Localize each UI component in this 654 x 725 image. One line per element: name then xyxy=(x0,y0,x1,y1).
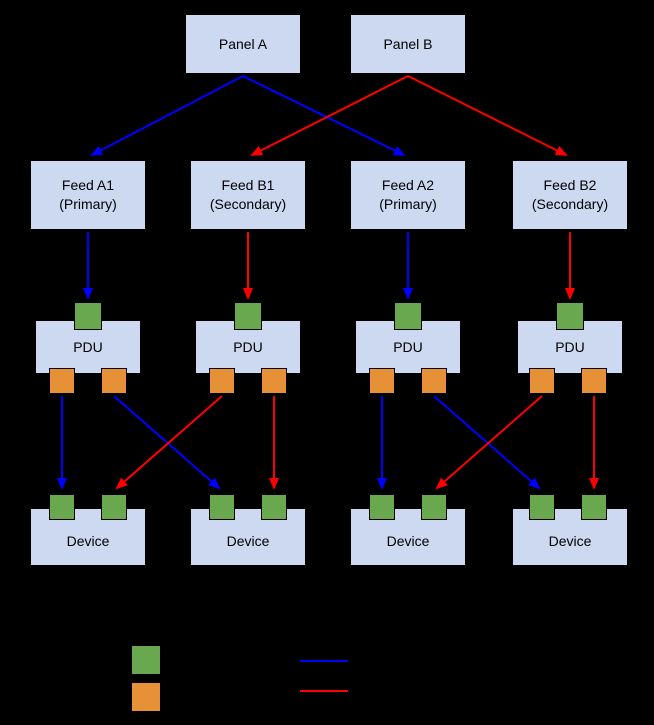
feed-b2-type: (Secondary) xyxy=(531,196,609,212)
pdu2-output-port-left xyxy=(209,368,235,394)
edge-pdu2-left-to-device1-right xyxy=(115,395,223,490)
legend-input-port-swatch xyxy=(131,645,161,675)
device3-input-port-left xyxy=(369,494,395,520)
feed-a1-name: Feed A1 xyxy=(61,177,115,194)
device4-label: Device xyxy=(548,532,592,549)
device2-label: Device xyxy=(226,532,270,549)
device2-input-port-left xyxy=(209,494,235,520)
pdu1-node: PDU xyxy=(35,320,141,374)
edge-pdu1-right-to-device2-left xyxy=(113,395,221,490)
feed-b2-node: Feed B2 (Secondary) xyxy=(512,160,628,230)
pdu4-output-port-left xyxy=(529,368,555,394)
device2-node: Device xyxy=(190,508,306,566)
device3-node: Device xyxy=(350,508,466,566)
device1-label: Device xyxy=(66,532,110,549)
feed-a1-node: Feed A1 (Primary) xyxy=(30,160,146,230)
pdu3-input-port xyxy=(394,302,422,330)
edge-panel-b-to-feed-b1 xyxy=(250,75,409,156)
feed-b1-type: (Secondary) xyxy=(209,196,287,212)
pdu3-output-port-right xyxy=(421,368,447,394)
pdu3-label: PDU xyxy=(393,338,423,355)
edge-panel-a-to-feed-a1 xyxy=(90,75,244,156)
legend-output-port-swatch xyxy=(131,682,161,712)
feed-b1-node: Feed B1 (Secondary) xyxy=(190,160,306,230)
device1-input-port-right xyxy=(101,494,127,520)
feed-a1-type: (Primary) xyxy=(59,196,117,212)
pdu4-input-port xyxy=(556,302,584,330)
device1-node: Device xyxy=(30,508,146,566)
device3-input-port-right xyxy=(421,494,447,520)
pdu2-label: PDU xyxy=(233,338,263,355)
feed-a2-type: (Primary) xyxy=(379,196,437,212)
device2-input-port-right xyxy=(261,494,287,520)
device3-label: Device xyxy=(386,532,430,549)
pdu2-input-port xyxy=(234,302,262,330)
pdu4-output-port-right xyxy=(581,368,607,394)
pdu1-output-port-right xyxy=(101,368,127,394)
pdu1-output-port-left xyxy=(49,368,75,394)
edge-panel-b-to-feed-b2 xyxy=(407,75,568,156)
panel-b-node: Panel B xyxy=(350,14,466,74)
pdu4-label: PDU xyxy=(555,338,585,355)
panel-b-label: Panel B xyxy=(383,35,433,52)
panel-a-node: Panel A xyxy=(185,14,301,74)
edge-panel-a-to-feed-a2 xyxy=(242,75,406,156)
feed-b1-name: Feed B1 xyxy=(221,177,275,194)
feed-b2-name: Feed B2 xyxy=(543,177,597,194)
pdu3-output-port-left xyxy=(369,368,395,394)
edge-pdu4-left-to-device3-right xyxy=(435,395,543,490)
pdu1-input-port xyxy=(74,302,102,330)
device1-input-port-left xyxy=(49,494,75,520)
device4-input-port-right xyxy=(581,494,607,520)
feed-a2-node: Feed A2 (Primary) xyxy=(350,160,466,230)
pdu1-label: PDU xyxy=(73,338,103,355)
panel-a-label: Panel A xyxy=(218,35,268,52)
edge-pdu3-right-to-device4-left xyxy=(433,395,541,490)
device4-input-port-left xyxy=(529,494,555,520)
feed-a2-name: Feed A2 xyxy=(381,177,435,194)
pdu2-output-port-right xyxy=(261,368,287,394)
